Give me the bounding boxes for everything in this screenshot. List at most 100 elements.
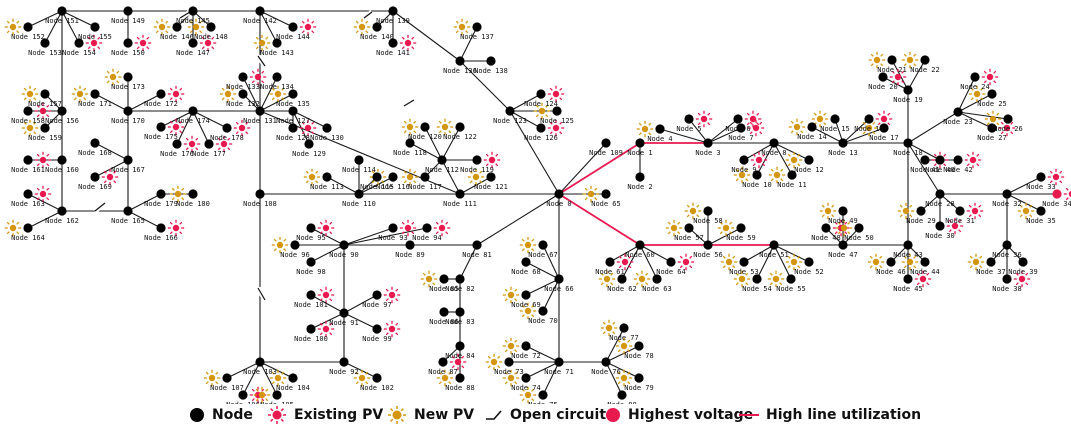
new-pv-icon — [867, 253, 885, 271]
new-pv-icon — [600, 319, 618, 337]
existing-pv-icon — [34, 102, 52, 120]
network-node — [536, 123, 546, 133]
new-pv-icon — [4, 18, 22, 36]
new-pv-icon — [269, 369, 287, 387]
existing-pv-icon — [1013, 270, 1031, 288]
node-label: Node 141 — [376, 49, 410, 57]
network-line — [343, 227, 428, 246]
node-label: Node 47 — [828, 251, 858, 259]
node-label: Node 131 — [243, 117, 277, 125]
network-node — [838, 206, 848, 216]
new-pv-icon — [717, 219, 735, 237]
node-label: Node 66 — [544, 285, 574, 293]
existing-pv-icon — [167, 219, 185, 237]
node-label: Node 153 — [28, 49, 62, 57]
node-label: Node 120 — [408, 133, 442, 141]
network-node — [521, 290, 531, 300]
network-node — [821, 223, 831, 233]
existing-pv-icon — [383, 320, 401, 338]
network-node — [804, 155, 814, 165]
network-node — [288, 123, 298, 133]
network-node — [238, 390, 248, 400]
network-line — [957, 111, 1009, 120]
node-label: Node 57 — [674, 234, 704, 242]
node-label: Node 139 — [376, 17, 410, 25]
node-label: Node 149 — [111, 17, 145, 25]
network-node — [438, 357, 448, 367]
network-line — [756, 142, 775, 176]
network-node — [703, 240, 713, 250]
node-label: Node 177 — [192, 150, 226, 158]
open-circuit-marker — [257, 287, 266, 301]
high-utilization-line — [558, 193, 641, 246]
network-line — [558, 142, 607, 195]
new-pv-icon — [420, 270, 438, 288]
node-label: Node 59 — [726, 234, 756, 242]
node-label: Node 179 — [144, 200, 178, 208]
node-label: Node 176 — [160, 150, 194, 158]
network-node — [455, 122, 465, 132]
network-line — [688, 118, 709, 144]
network-line — [639, 244, 672, 263]
network-node — [472, 155, 482, 165]
network-node — [879, 123, 889, 133]
network-line — [811, 126, 844, 144]
network-node — [1003, 114, 1013, 124]
node-label: Node 22 — [910, 66, 940, 74]
network-node — [439, 274, 449, 284]
highest-voltage-icon — [606, 408, 620, 422]
legend-open-circuit-label: Open circuit — [510, 407, 607, 423]
network-line — [127, 93, 162, 112]
network-line — [525, 278, 560, 296]
network-node — [372, 172, 382, 182]
network-line — [27, 10, 63, 28]
new-pv-icon — [684, 202, 702, 220]
network-node — [830, 114, 840, 124]
node-label: Node 152 — [11, 33, 45, 41]
network-line — [343, 361, 378, 379]
network-line — [441, 126, 461, 161]
network-node — [306, 324, 316, 334]
network-node — [804, 257, 814, 267]
new-pv-icon — [968, 85, 986, 103]
legend: Node Existing PV New PV — [0, 404, 1071, 426]
network-line — [27, 193, 63, 212]
network-node — [886, 257, 896, 267]
network-node — [987, 89, 997, 99]
network-node — [554, 357, 564, 367]
node-label: Node 69 — [511, 301, 541, 309]
network-line — [525, 345, 560, 363]
network-node — [601, 357, 611, 367]
existing-pv-icon — [981, 68, 999, 86]
node-label: Node 121 — [474, 183, 508, 191]
existing-pv-icon — [547, 119, 565, 137]
existing-pv-icon — [183, 135, 201, 153]
network-node — [739, 155, 749, 165]
network-node — [306, 290, 316, 300]
node-label: Node 46 — [876, 268, 906, 276]
network-node — [752, 170, 762, 180]
network-node — [601, 189, 611, 199]
node-label: Node 157 — [28, 100, 62, 108]
network-node — [23, 106, 33, 116]
existing-pv-icon — [433, 219, 451, 237]
network-node — [1036, 172, 1046, 182]
new-pv-icon — [785, 151, 803, 169]
existing-pv-icon — [317, 219, 335, 237]
network-node — [536, 89, 546, 99]
new-pv-icon — [353, 369, 371, 387]
node-label: Node 180 — [176, 200, 210, 208]
node-label: Node 32 — [992, 200, 1022, 208]
open-circuit-markers — [93, 9, 416, 302]
network-line — [1006, 176, 1042, 195]
node-label: Node 42 — [943, 166, 973, 174]
node-label: Node 15 — [820, 125, 850, 133]
network-node — [23, 223, 33, 233]
network-node — [156, 189, 166, 199]
network-node — [684, 114, 694, 124]
new-pv-icon — [203, 369, 221, 387]
node-label: Node 54 — [742, 285, 772, 293]
network-node — [123, 155, 133, 165]
network-node — [605, 257, 615, 267]
node-label: Node 77 — [609, 334, 639, 342]
